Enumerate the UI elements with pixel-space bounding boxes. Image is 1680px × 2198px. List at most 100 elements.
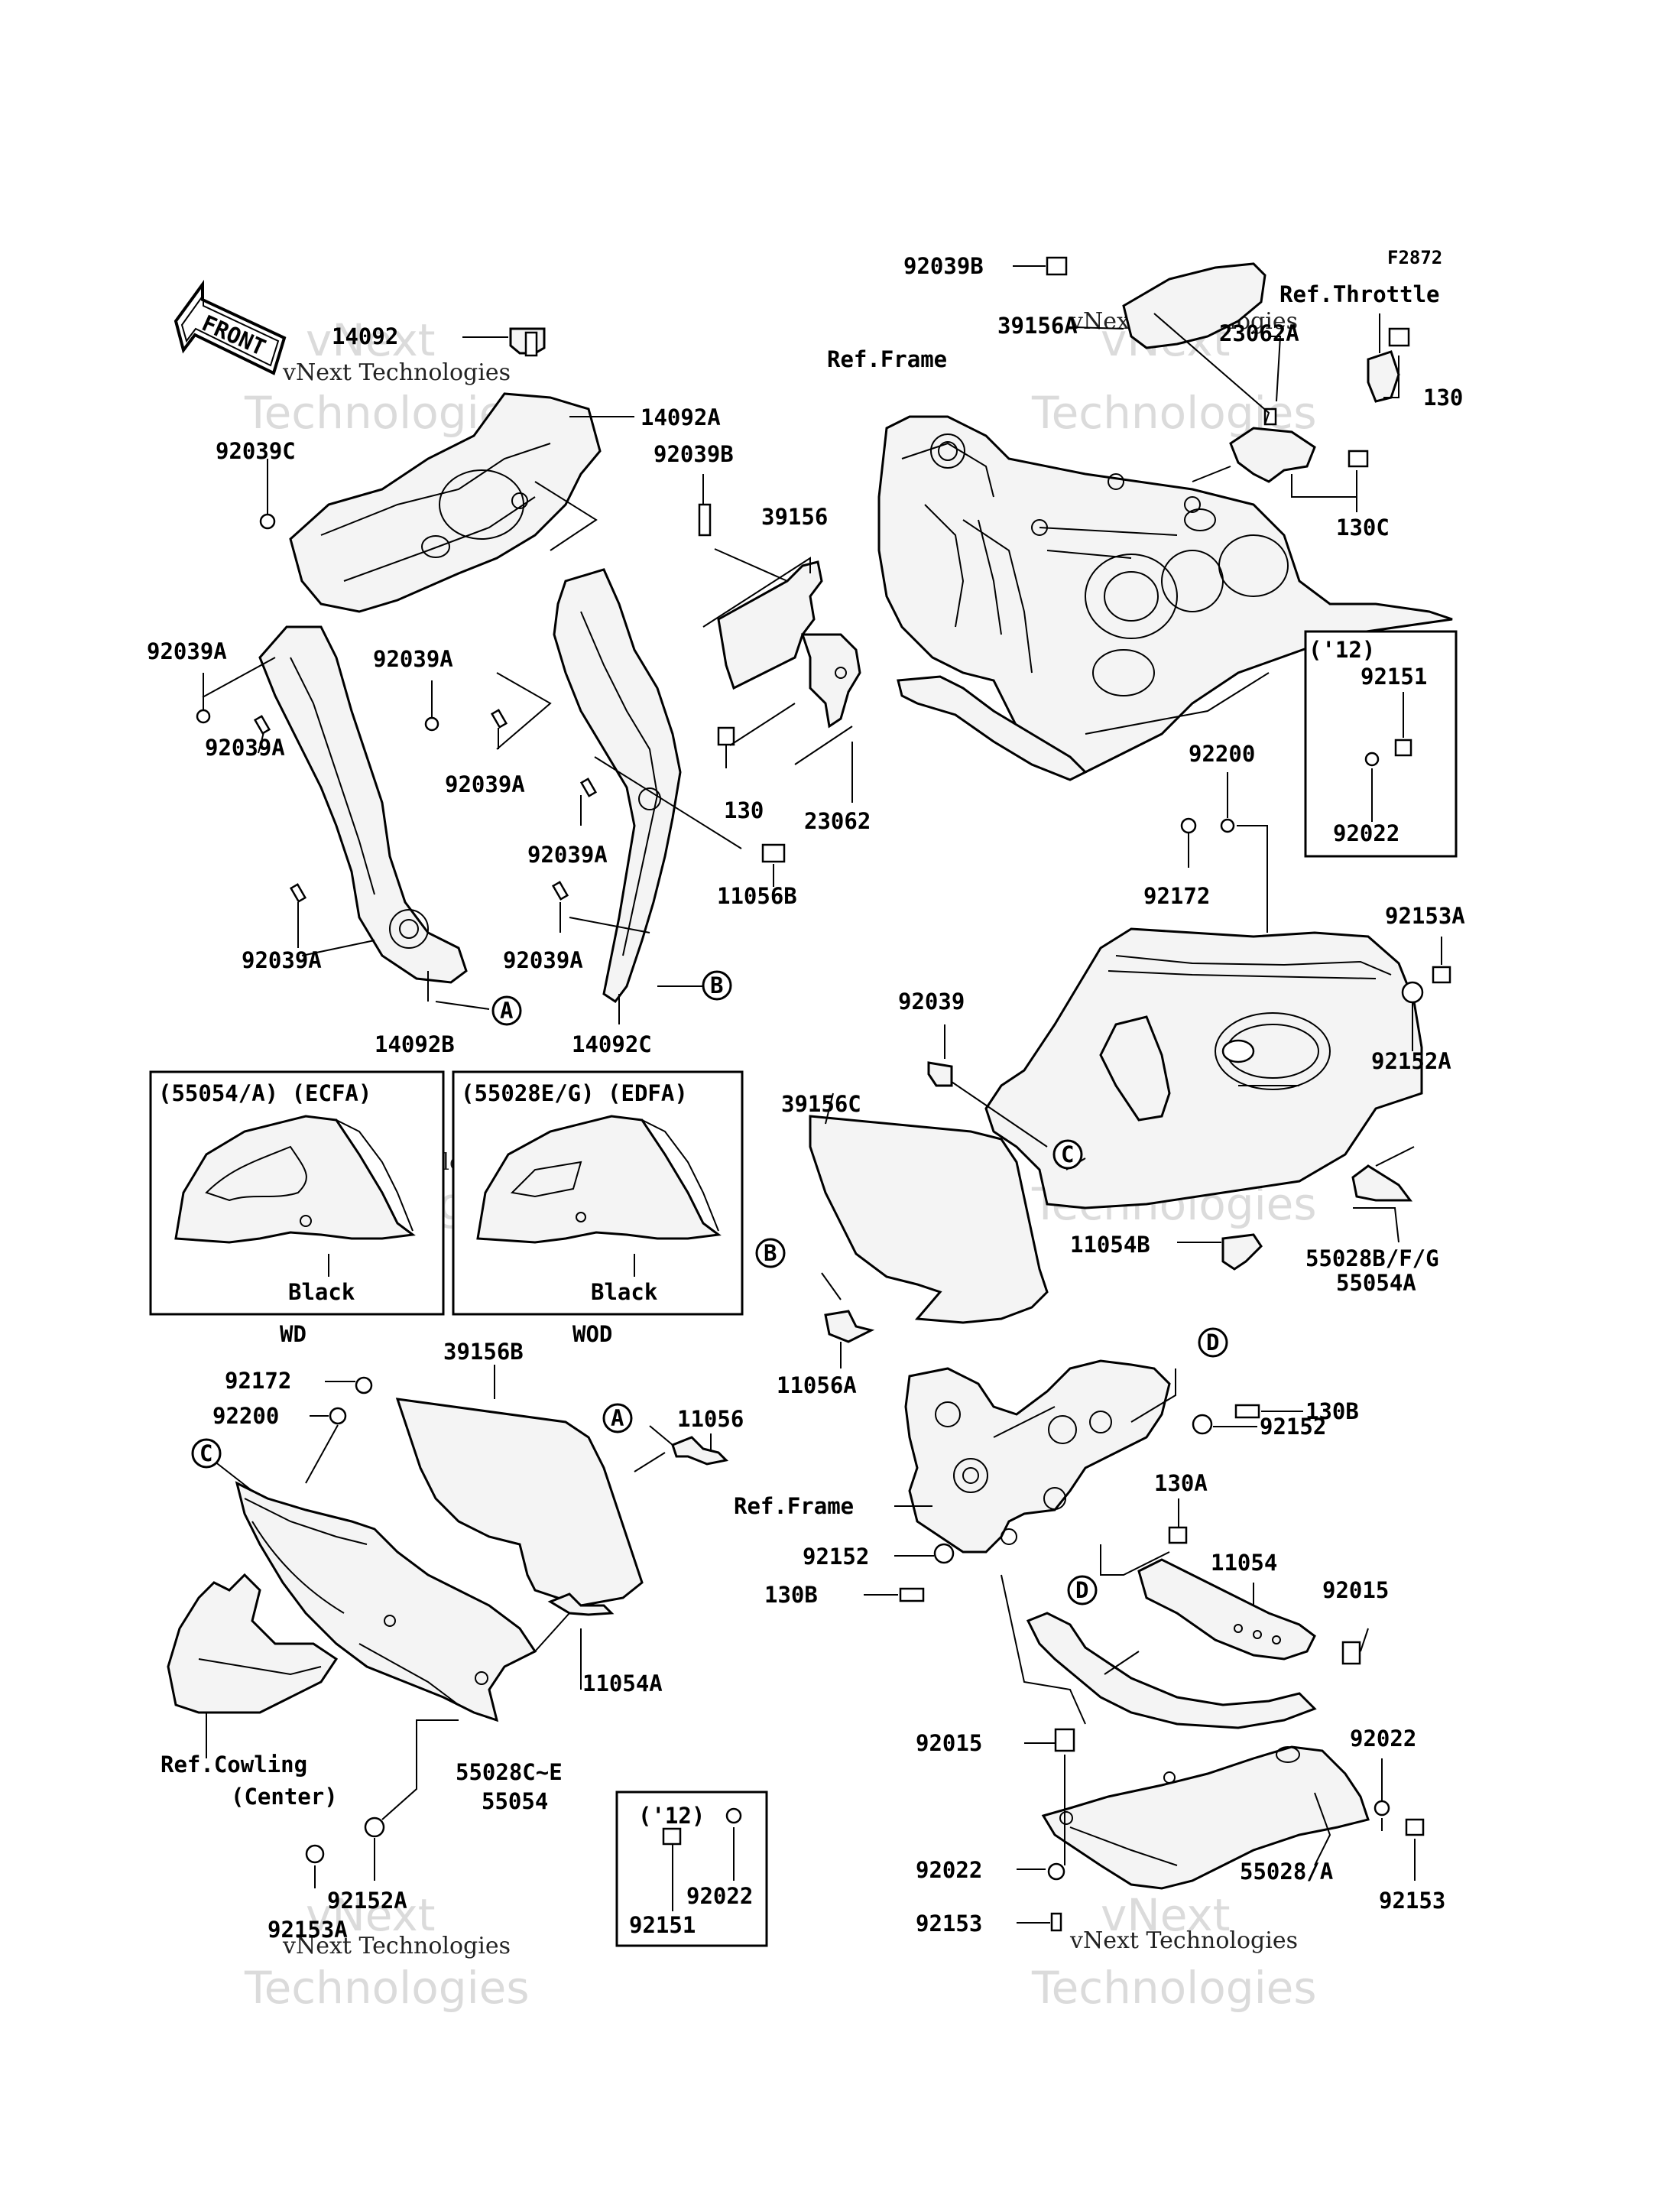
part-92200-top: 92200: [1189, 741, 1255, 767]
watermark-top-left-small: vNext Technologies: [282, 359, 511, 386]
cover-39156C-group: [809, 1093, 1049, 1368]
bolt-92172-bot-icon: [355, 1376, 373, 1394]
inset-edfa-color: Black: [591, 1279, 657, 1305]
bracket-39156-group: [698, 474, 861, 803]
part-11054: 11054: [1211, 1550, 1277, 1576]
bracket-39156: [717, 560, 823, 690]
part-92039B-mid: 92039B: [654, 441, 734, 467]
part-39156B: 39156B: [443, 1339, 524, 1365]
damper-icon: [1221, 1039, 1255, 1063]
washer-92152-r-icon: [1192, 1414, 1213, 1435]
part-92039B-top: 92039B: [903, 253, 984, 279]
part-92153-l: 92153: [916, 1911, 982, 1937]
washer-92022-bot-icon: [725, 1807, 742, 1824]
part-39156A: 39156A: [997, 313, 1078, 339]
bracket-11054A: [547, 1592, 615, 1616]
callout-d-1-label: D: [1206, 1330, 1219, 1355]
part-14092C: 14092C: [572, 1031, 652, 1057]
part-55028BFG: 55028B/F/G: [1305, 1245, 1439, 1271]
cowling-55028A: [1041, 1745, 1370, 1890]
bolt-130A-icon: [1168, 1526, 1188, 1544]
grommet-92015-r-icon: [1341, 1641, 1361, 1665]
part-55054A: 55054A: [1336, 1270, 1416, 1296]
inset-12-top: ('12) 92151 92022: [1304, 630, 1458, 858]
bolt-92039A-r4-icon: [551, 881, 569, 901]
throttle-bracket-group: [1013, 256, 1410, 512]
inset-edfa-title: (55028E/G) (EDFA): [461, 1080, 688, 1106]
bolt-92039A-l2-icon: [253, 715, 271, 735]
callout-b-2-label: B: [764, 1240, 777, 1266]
frame-lower: [904, 1359, 1171, 1554]
part-11054A: 11054A: [582, 1670, 663, 1696]
part-130B-r: 130B: [1305, 1398, 1359, 1424]
part-11056B: 11056B: [717, 883, 797, 909]
callouts: A B C B D A C D: [191, 970, 1228, 1605]
bracket-11056A: [824, 1310, 875, 1343]
bracket-11054B: [1221, 1233, 1263, 1271]
watermark-bot-left-2: Technologies: [244, 1962, 530, 2014]
grommet-92015-l-icon: [1054, 1728, 1075, 1752]
front-arrow-icon: FRONT: [174, 279, 287, 375]
part-92039A-l2: 92039A: [205, 735, 285, 761]
part-92172-bot: 92172: [225, 1368, 291, 1394]
throttle-bracket: [1367, 350, 1400, 403]
part-11054B: 11054B: [1070, 1232, 1150, 1258]
bolt-92039C-icon: [259, 513, 276, 530]
washer-92022-icon: [1364, 752, 1380, 767]
inner-panel-14092B: [258, 625, 468, 984]
watermark-bot-left-1: vNext: [306, 1889, 435, 1941]
part-92015-l: 92015: [916, 1730, 982, 1756]
inset-ecfa-color: Black: [288, 1279, 355, 1305]
callout-a-1: [491, 995, 522, 1026]
part-92039: 92039: [898, 989, 965, 1015]
bolt-92153A-bot-icon: [305, 1844, 325, 1864]
ref-frame-top: Ref.Frame: [827, 346, 947, 372]
inset-12-bottom-92151: 92151: [629, 1912, 696, 1938]
cover-39156B: [395, 1398, 644, 1607]
bolts-left: [196, 331, 786, 903]
bolt-130B-r-icon: [1234, 1404, 1260, 1419]
part-92015-r: 92015: [1322, 1577, 1389, 1603]
washer-92200-top-icon: [1220, 818, 1235, 833]
ref-cowling-center-1: Ref.Cowling: [161, 1752, 307, 1778]
part-92152-r: 92152: [1260, 1414, 1326, 1440]
callout-a-1-label: A: [500, 998, 513, 1024]
cowling-55028BFG: [984, 927, 1423, 1209]
bolt-92039A-r2-icon: [490, 709, 508, 729]
part-55054: 55054: [482, 1788, 548, 1814]
part-92153A-top: 92153A: [1385, 903, 1465, 929]
bracket-side-23062: [897, 675, 1088, 781]
part-130B-l: 130B: [764, 1582, 818, 1608]
part-92152-l: 92152: [803, 1544, 869, 1570]
bolt-92039B-top-icon: [1046, 256, 1068, 276]
bolt-92151-bot-icon: [662, 1827, 682, 1846]
part-92022-l: 92022: [916, 1857, 982, 1883]
ref-throttle: Ref.Throttle: [1279, 281, 1440, 307]
inner-panel-14092C: [553, 568, 682, 1004]
part-numbers: 14092 14092A 92039C 92039B 39156 92039A …: [147, 253, 1465, 1943]
frame-assembly-top: [877, 415, 1453, 781]
figure-code: F2872: [1387, 247, 1442, 268]
inset-12-bottom-92022: 92022: [686, 1883, 753, 1909]
part-130A: 130A: [1154, 1470, 1208, 1496]
callout-c-2: [191, 1438, 222, 1469]
leaders-left: [202, 336, 774, 1024]
inner-duct-14092A: [289, 392, 602, 613]
part-11056: 11056: [677, 1406, 744, 1432]
bracket-11056: [671, 1436, 729, 1466]
bolt-92039A-l3-icon: [289, 883, 307, 903]
inset-12-bottom: ('12) 92022 92151: [615, 1791, 768, 1947]
watermark-bot-right-small: vNext Technologies: [1069, 1927, 1298, 1954]
bracket-39156A: [1122, 262, 1266, 349]
inset-12-top-92151: 92151: [1361, 664, 1427, 690]
clip-11056B-icon: [761, 843, 786, 863]
bolt-92153A-top-icon: [1432, 966, 1451, 984]
washer-92022-r-icon: [1374, 1800, 1390, 1817]
part-39156: 39156: [761, 504, 828, 530]
bracket-23062: [800, 633, 861, 729]
part-92039C: 92039C: [216, 438, 296, 464]
inset-edfa-caption: WOD: [572, 1321, 612, 1347]
ref-frame-mid: Ref.Frame: [734, 1493, 854, 1519]
bolt-92153-r-icon: [1405, 1818, 1425, 1836]
part-55028A: 55028/A: [1240, 1859, 1333, 1885]
